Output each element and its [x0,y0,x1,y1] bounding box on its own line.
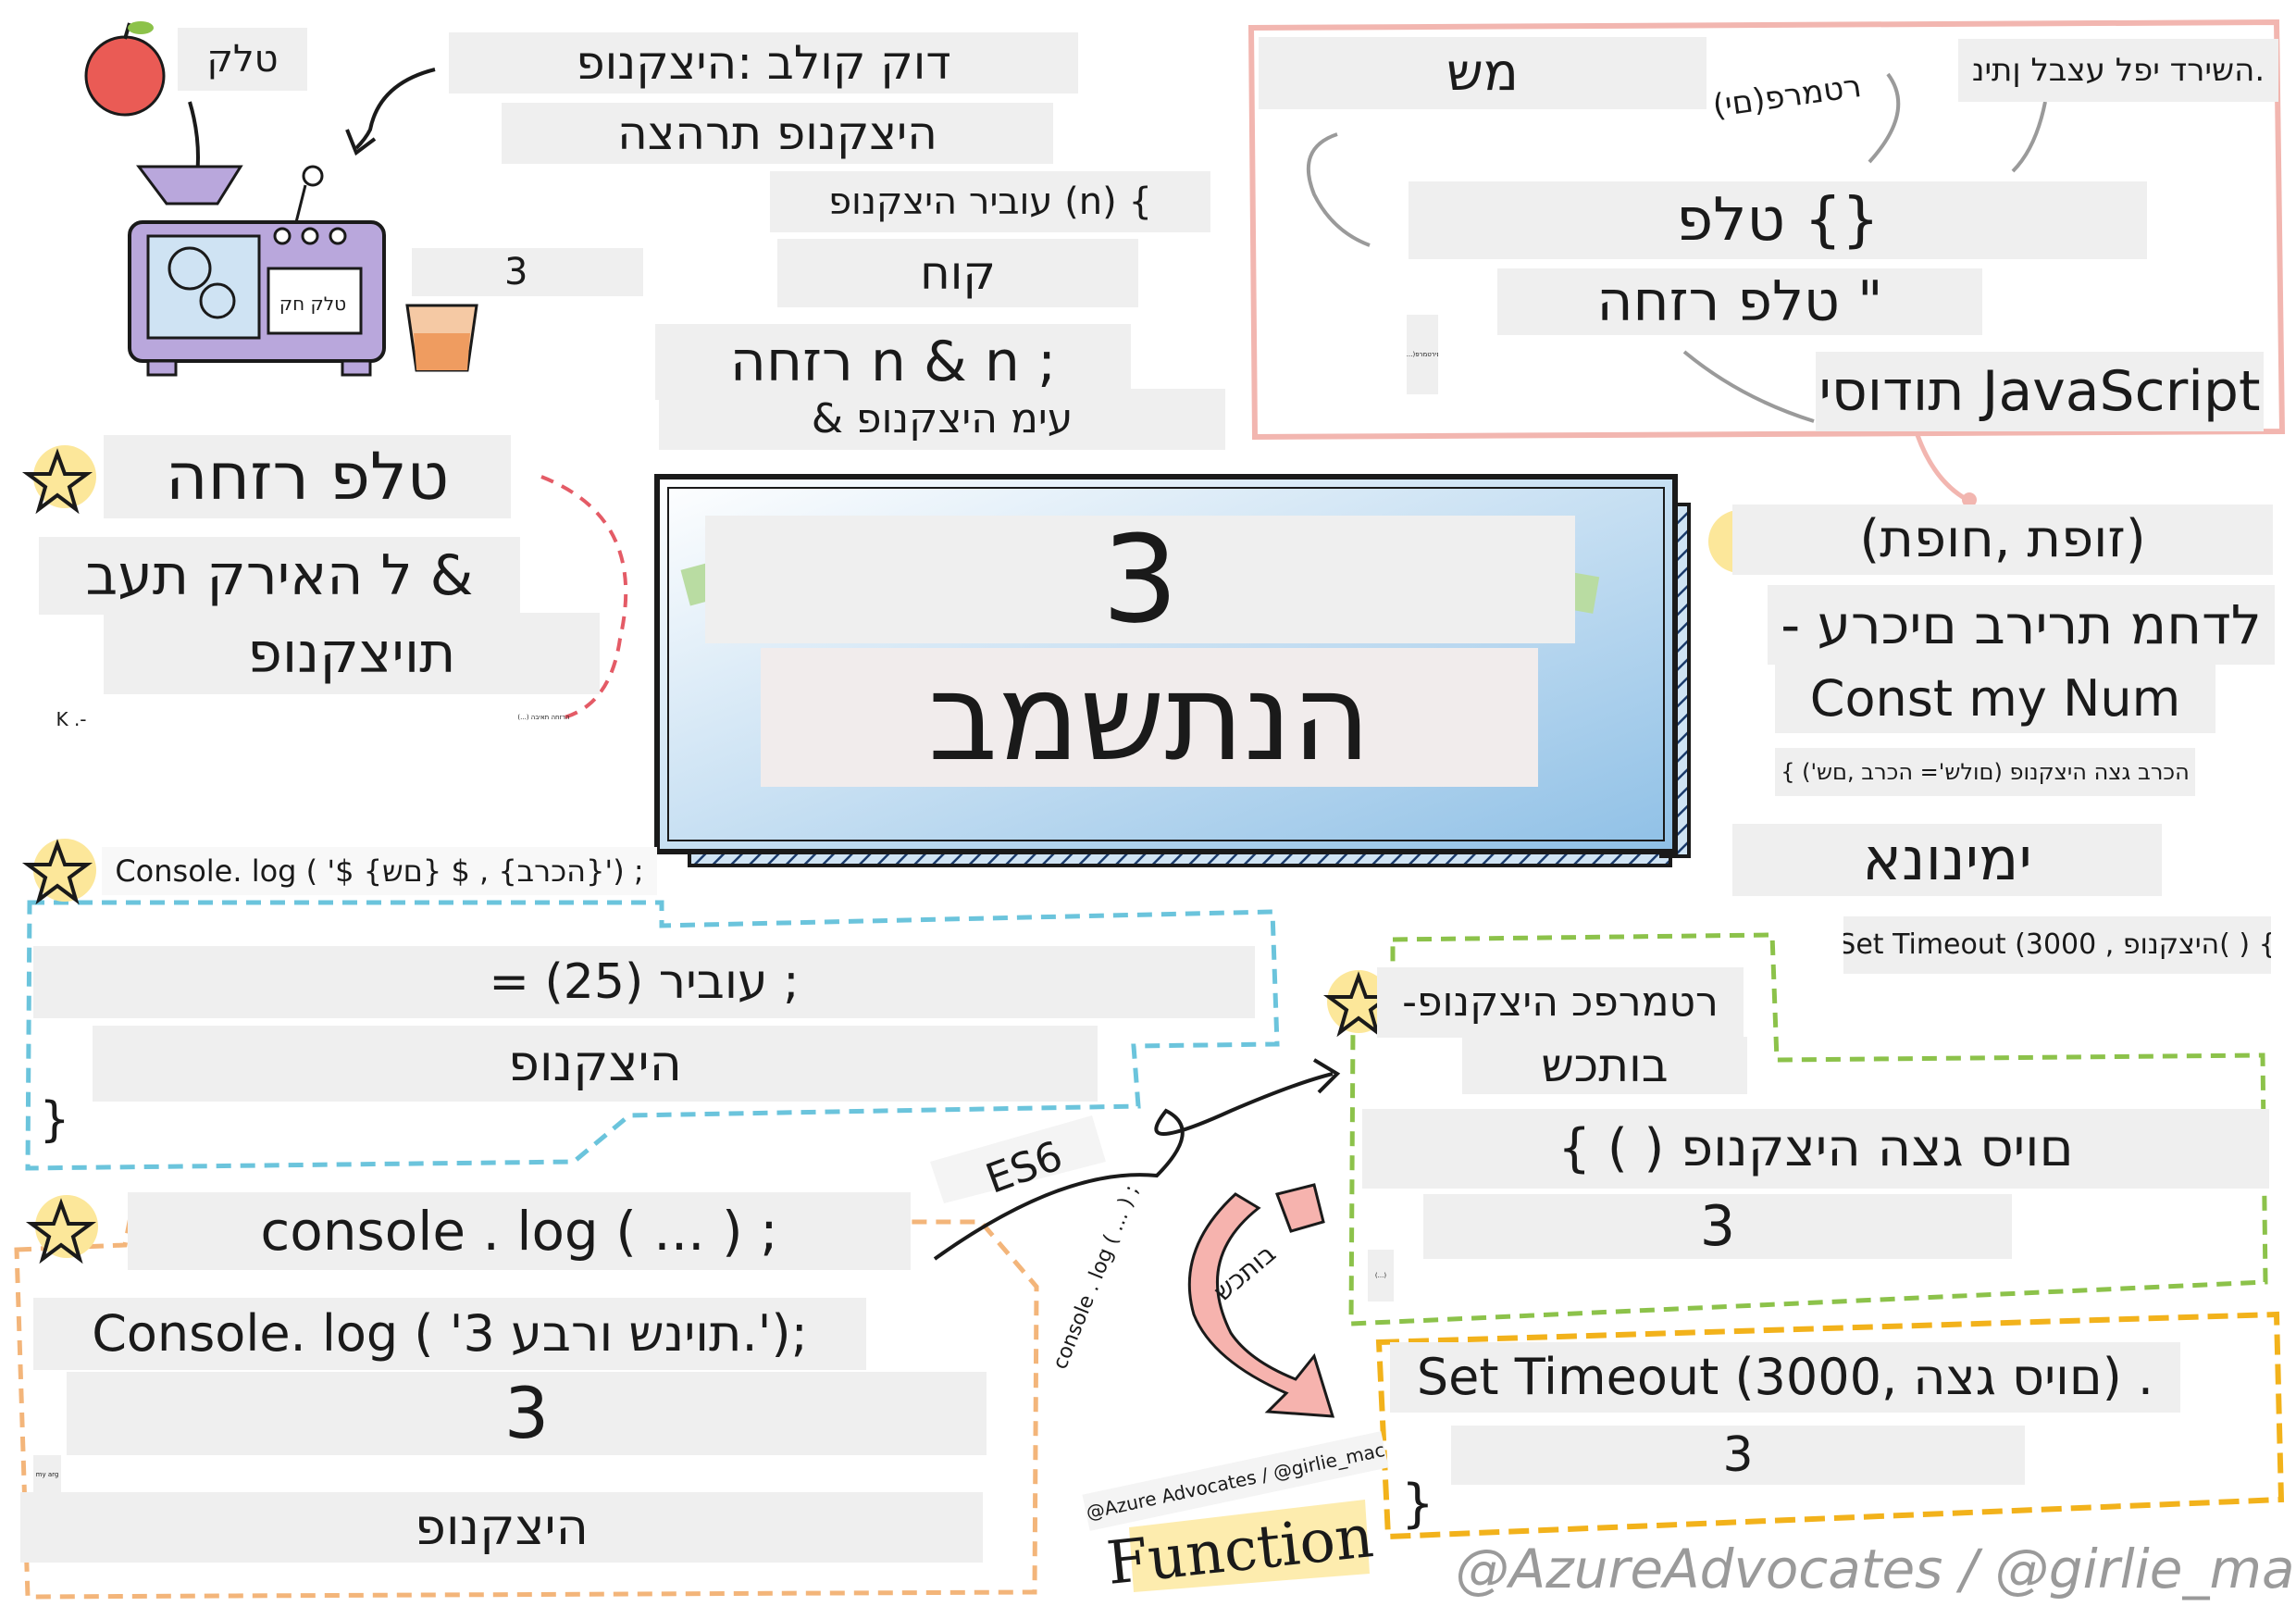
title-number: 3 [705,516,1575,643]
function-highlight [1129,1500,1370,1592]
note-arrow [2011,101,2047,173]
blue-code-line1: Console. log ( '$ {םש} $ , {הכרב}') ; [102,847,657,895]
machine-output-value: 3 [412,248,643,296]
function-machine-icon [128,165,386,377]
signature: @AzureAdvocates / @girlie_mac [1455,1538,2296,1600]
function-code-line3: רזחה n & n ; [655,324,1131,400]
es6-arrow [933,1072,1334,1261]
parameters-connector [1915,434,1969,503]
function-title-line1: דוק קולב :היצקנופ [449,32,1078,93]
orange-code-line2: Console. log ( '3 תוינש ורבע.'); [33,1298,866,1370]
juice-cup-icon [405,304,478,372]
anonymous-code: Set Timeout (3000 , היצקנופ( ) { [1843,916,2271,974]
apple-label: טלק [178,28,307,91]
yellow-dashed-box [1375,1311,2285,1540]
orange-value: 3 [67,1372,987,1455]
star-icon-return [21,445,96,515]
return-small-left: K .- [56,708,87,730]
apple-icon [84,21,166,117]
return-heading: טלפ רזחה [104,435,511,518]
parameters-code-line2: טלפ רזחה " [1497,268,1982,335]
yellow-value: 3 [1451,1426,2025,1485]
yellow-code: Set Timeout (3000, םויס גצה) . [1390,1342,2180,1413]
parameters-code-line1: טלפ {} [1409,181,2147,259]
blue-brace: } [39,1092,70,1148]
default-line2: - לדחמ תרירב םיכרע [1768,585,2275,665]
anonymous-heading: ימינונא [1732,824,2162,896]
function-title-line2: היצקנופ תרהצה [502,103,1053,164]
es6-highlight [930,1115,1106,1203]
green-tiny-note: (...) [1368,1250,1394,1301]
connector-dot [1962,492,1977,507]
orange-footer: היצקנופ [20,1492,983,1563]
blue-code-line3: היצקנופ [93,1026,1098,1102]
default-line1: (זופת ,חופת) [1732,504,2273,575]
blue-dashed-box [25,900,1280,1171]
parameters-tiny-note: (...)םירטמרפ [1407,315,1438,394]
pink-curved-arrow [1187,1192,1335,1418]
blue-code-line2: = עוביר (25) ; [33,946,1255,1018]
return-dashed-curve [540,475,628,719]
js-arrow [1682,350,1815,423]
green-value: 3 [1423,1194,2012,1259]
default-line4: { ('םולש'= הכרב ,םש) הכרב גצה היצקנופ [1775,748,2195,796]
orange-tiny-note: my arg [33,1455,61,1494]
parameters-frame [1247,19,2286,441]
function-code-line4: & עימ היצקנופ [659,389,1225,450]
parameters-js-label: תודוסי JavaScript [1816,352,2264,431]
param-arrow [1868,72,1901,164]
orange-code-line1: console . log ( ... ) ; [128,1192,911,1270]
pink-tag [1275,1183,1325,1233]
function-code-line1: עוביר היצקנופ (n) { [770,171,1210,232]
parameters-note: השירד יפל עצבל ןתינ. [1958,39,2278,102]
title-box-inner-line [667,487,1665,841]
star-icon-blue [21,839,96,905]
title-word: הנתשמב [761,648,1538,787]
green-line2: בותכש [1462,1037,1747,1094]
return-line1: ל האירק תעב & [39,537,520,615]
machine-curved-arrow [354,68,436,150]
yellow-brace: } [1401,1474,1434,1534]
default-line3: Const my Num [1775,665,2215,733]
function-code-line2: קוח [777,239,1138,307]
return-small-right: (...) הרזחה תאיבה [517,713,570,721]
green-code: { ( ) םויס גצה היצקנופ [1362,1109,2269,1189]
return-line2: תויצקנופ [104,613,600,694]
curly-arrow-left [1306,132,1371,247]
machine-input-label: טלק חק [279,293,347,315]
star-icon-orange [25,1195,98,1264]
green-line1: -רטמרפכ היצקנופ [1377,967,1744,1038]
parameters-sh: מש [1259,37,1706,109]
